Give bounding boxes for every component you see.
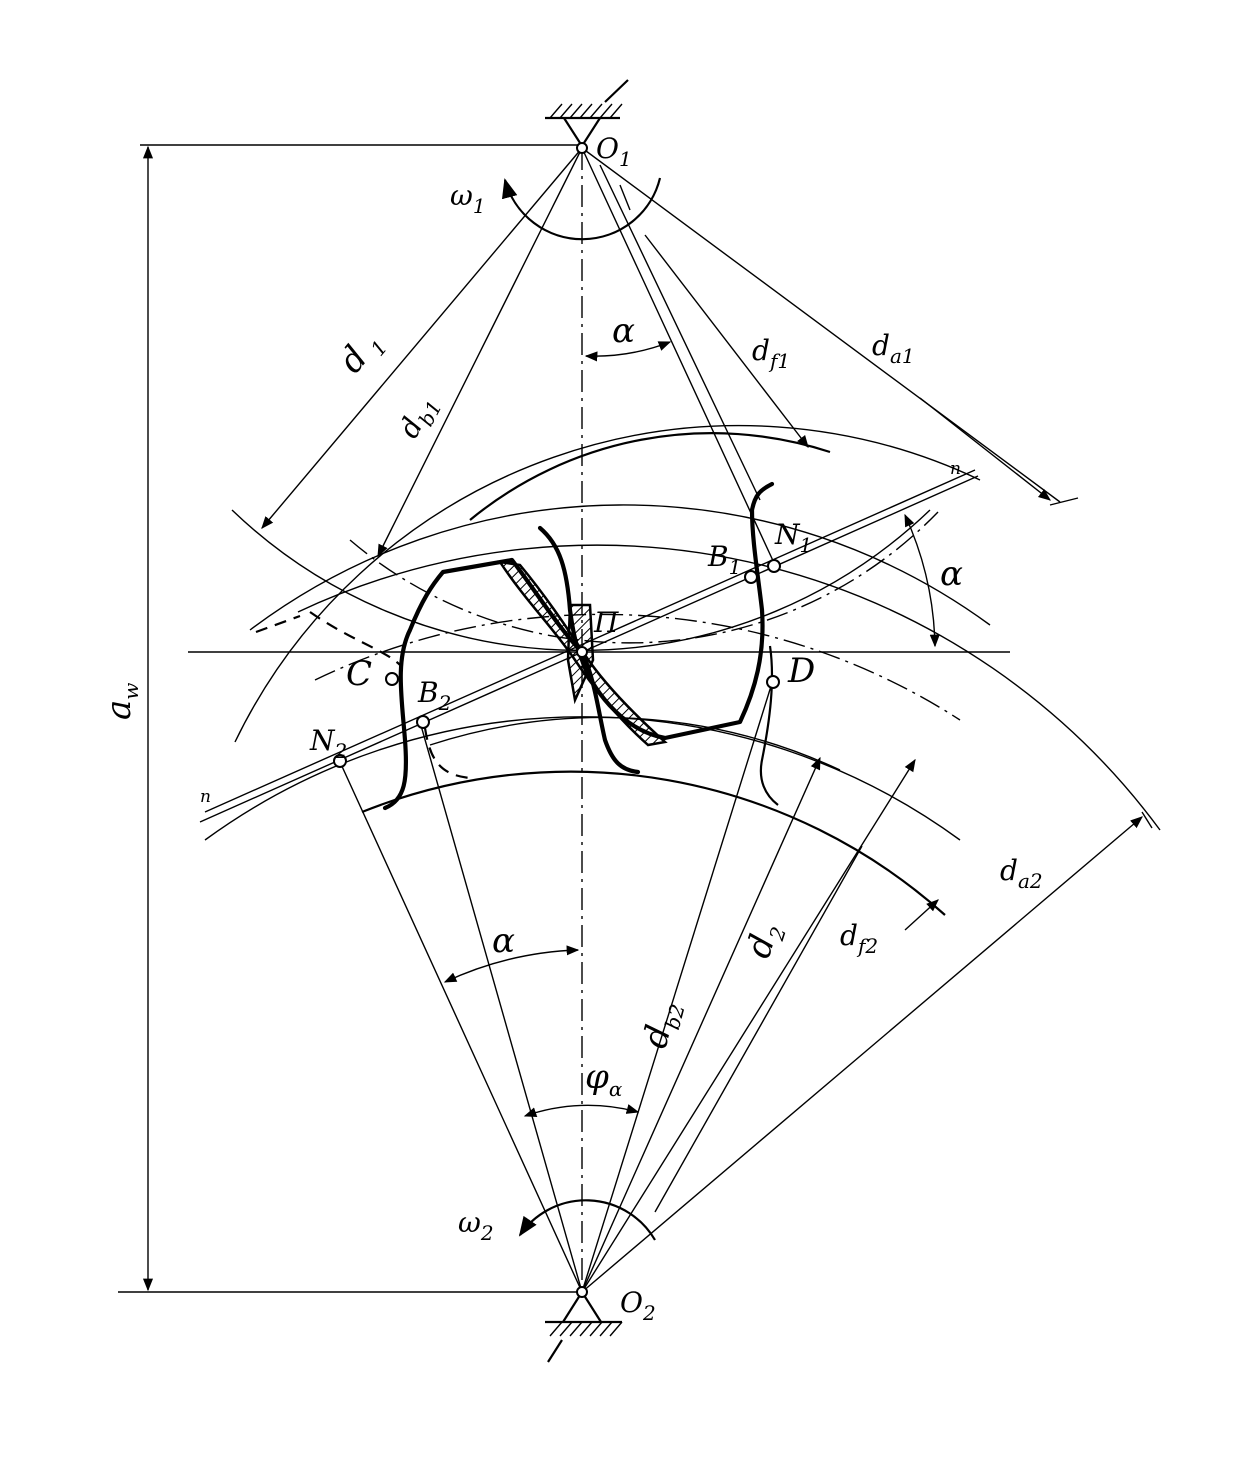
center-distance-dimension [118,144,580,1293]
fillet-left-lower [423,727,471,780]
point-B1 [744,570,758,584]
label-db1: db1 [392,389,447,446]
label-db2: db2 [635,996,690,1053]
label-df1: df1 [752,334,790,373]
label-alpha-bottom: α [492,921,515,961]
label-D: D [787,651,815,691]
label-n-top: n [950,459,961,479]
gear1-addendum-arc [234,424,981,743]
support-bottom [545,1291,623,1363]
fillet-left-ext [255,614,301,634]
label-C: C [346,654,372,694]
label-aw: aw [99,683,143,720]
omega2-arc [518,1199,656,1241]
point-B2 [416,715,430,729]
label-pole: П [593,606,619,639]
label-B1: B1 [707,540,741,579]
gear1-base-circle [349,511,939,644]
gear1-circles [231,424,981,743]
alpha-top-arc [584,341,672,362]
point-pole [576,646,588,658]
gear1-radial-lines [261,147,1079,566]
gear1-root-circle [469,432,831,521]
gear2-root-circle [361,770,946,916]
gear2-pitch-arc-outer [204,716,961,841]
points [333,142,781,1298]
label-alpha-top: α [612,311,635,351]
label-da1: da1 [872,329,915,368]
label-d1: d1 [331,323,392,384]
alpha-bottom-arc [443,945,580,983]
gear2-pitch-circle [249,504,991,631]
alpha-right-arc [904,513,940,648]
label-da2: da2 [1000,854,1043,893]
label-df2: df2 [840,919,878,958]
label-O2: O2 [620,1286,656,1325]
label-O1: O1 [596,132,632,171]
label-omega1: ω1 [450,179,486,218]
point-C [385,672,399,686]
point-N1 [767,559,781,573]
gear2-base-circle [314,613,961,721]
label-phi-alpha: φα [585,1057,623,1101]
label-omega2: ω2 [458,1206,494,1245]
support-top [545,79,629,147]
phi-alpha-arc [523,1104,640,1118]
point-D [766,675,780,689]
labels: O1 O2 ω1 ω2 d1 db1 df1 da1 d2 db2 df2 da… [99,132,1043,1325]
omega1-arc [502,177,662,241]
label-B2: B2 [417,676,451,715]
label-alpha-right: α [940,554,963,594]
label-N2: N2 [309,724,347,763]
fillet-left [309,611,401,666]
label-N1: N1 [774,518,812,557]
point-O1 [576,142,588,154]
point-O2 [576,1286,588,1298]
angle-arcs [443,177,940,1241]
label-n-bottom: n [200,787,211,807]
gear2-radial-lines [339,682,1153,1293]
label-d2: d2 [739,918,792,964]
point-N2 [333,754,347,768]
